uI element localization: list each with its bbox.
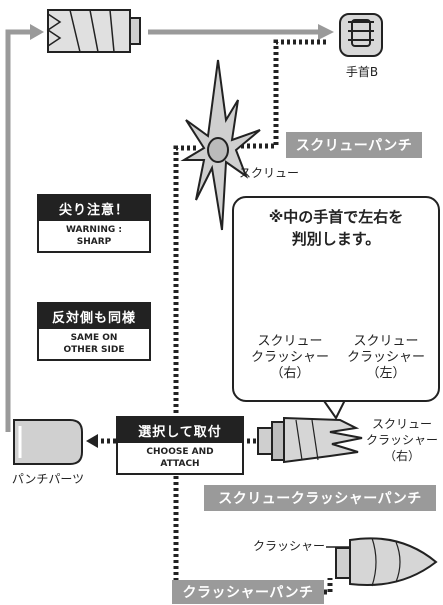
choose-and-attach-box: 選択して取付 CHOOSE AND ATTACH xyxy=(116,416,244,475)
warning-sharp-title: 尖り注意！ xyxy=(39,196,149,221)
choose-and-attach-english: CHOOSE AND ATTACH xyxy=(118,443,242,473)
punch-parts-label: パンチパーツ xyxy=(11,472,85,486)
top-part-drawing xyxy=(46,9,141,53)
warning-sharp-box: 尖り注意！ WARNING : SHARP xyxy=(37,194,151,253)
bubble-title-line2: 判別します。 xyxy=(291,230,381,248)
screw-punch-label: スクリューパンチ xyxy=(286,132,422,158)
screw-drawing xyxy=(180,59,261,231)
crusher-label: クラッシャー xyxy=(252,539,325,553)
bubble-title-line1: ※中の手首で左右を xyxy=(268,208,404,226)
same-on-other-side-en-line1: SAME ON xyxy=(70,333,118,343)
punch-parts-drawing xyxy=(13,419,83,465)
wrist-identification-bubble: ※中の手首で左右を 判別します。 xyxy=(232,196,440,402)
crusher-right-caption-line3: （右） xyxy=(270,366,310,381)
warning-sharp-english: WARNING : SHARP xyxy=(39,221,149,251)
gray-arrow-head-top xyxy=(318,24,334,40)
choose-and-attach-en-line2: ATTACH xyxy=(160,459,200,469)
gray-flow-line-left xyxy=(5,29,30,432)
screw-crusher-right-label-line2: クラッシャー xyxy=(365,433,438,447)
screw-crusher-right-label-line1: スクリュー xyxy=(371,417,432,431)
warning-sharp-en-line2: SHARP xyxy=(76,237,112,247)
dotted-wrist-to-screw xyxy=(240,39,326,149)
same-on-other-side-en-line2: OTHER SIDE xyxy=(63,345,125,355)
screw-crusher-part-drawing xyxy=(257,416,363,464)
crusher-right-caption-line1: スクリュー xyxy=(257,334,323,349)
screw-crusher-right-label-line3: （右） xyxy=(383,449,420,463)
crusher-punch-label: クラッシャーパンチ xyxy=(172,580,324,604)
screw-crusher-right-label: スクリュー クラッシャー （右） xyxy=(362,416,442,464)
choose-and-attach-en-line1: CHOOSE AND xyxy=(146,447,214,457)
crusher-part-drawing xyxy=(335,537,438,587)
crusher-left-caption-line2: クラッシャー xyxy=(346,350,425,365)
wrist-b-label: 手首B xyxy=(345,65,379,79)
wrist-b-drawing xyxy=(339,13,383,57)
crusher-left-caption-line1: スクリュー xyxy=(353,334,419,349)
warning-sharp-en-line1: WARNING : xyxy=(66,225,122,235)
black-arrow-head-punch xyxy=(86,434,98,448)
same-on-other-side-box: 反対側も同様 SAME ON OTHER SIDE xyxy=(37,302,151,361)
screw-label: スクリュー xyxy=(238,166,299,180)
crusher-right-caption-line2: クラッシャー xyxy=(250,350,329,365)
crusher-left-caption-line3: （左） xyxy=(366,366,406,381)
same-on-other-side-title: 反対側も同様 xyxy=(39,304,149,329)
gray-arrow-head-left xyxy=(30,24,44,40)
choose-and-attach-title: 選択して取付 xyxy=(118,418,242,443)
same-on-other-side-english: SAME ON OTHER SIDE xyxy=(39,329,149,359)
crusher-left-caption: スクリュー クラッシャー （左） xyxy=(340,334,432,382)
crusher-right-caption: スクリュー クラッシャー （右） xyxy=(244,334,336,382)
screw-crusher-punch-label: スクリュークラッシャーパンチ xyxy=(204,485,436,511)
